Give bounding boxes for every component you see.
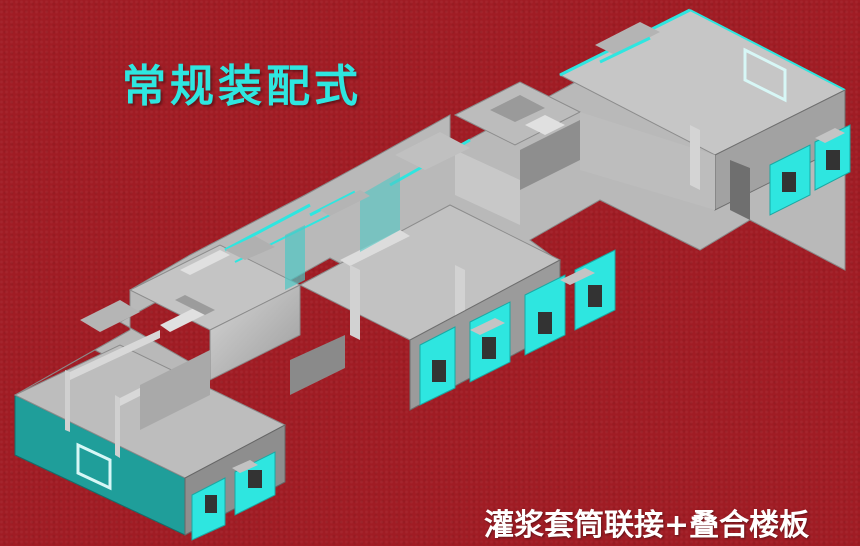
page-title: 常规装配式	[122, 61, 362, 112]
upper-stair-core	[395, 81, 582, 225]
page-subtitle: 灌浆套筒联接+叠合楼板	[484, 508, 810, 543]
right-wing	[558, 8, 851, 220]
middle-section	[80, 203, 345, 430]
central-block	[298, 138, 616, 411]
